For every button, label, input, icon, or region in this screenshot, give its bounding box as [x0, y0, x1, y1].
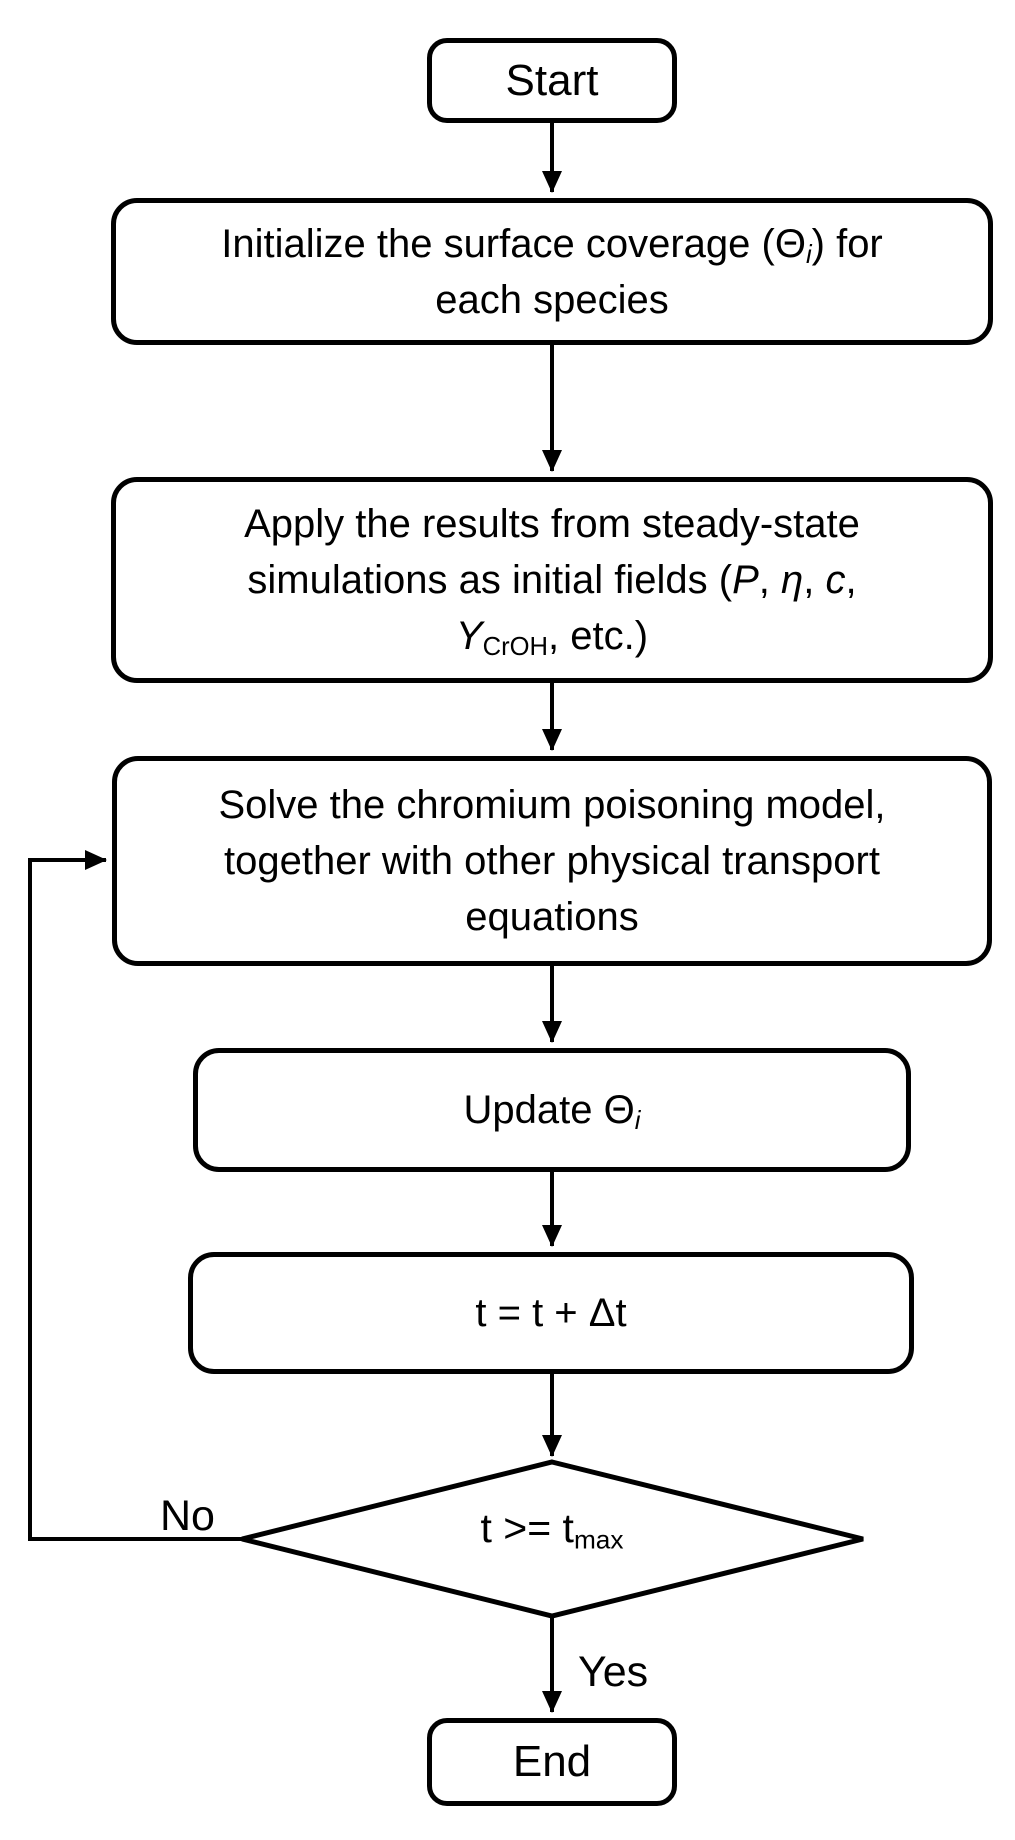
start-node: Start — [427, 38, 677, 123]
initialize-coverage-node: Initialize the surface coverage (Θi) for… — [111, 198, 993, 345]
time-increment-node: t = t + Δt — [188, 1252, 914, 1374]
no-branch-label: No — [160, 1492, 215, 1540]
decision-condition-text: t >= tmax — [480, 1505, 624, 1555]
solve-model-text: Solve the chromium poisoning model,toget… — [218, 783, 886, 939]
time-increment-text: t = t + Δt — [475, 1291, 627, 1335]
update-coverage-text: Update Θi — [463, 1088, 641, 1136]
end-label: End — [512, 1737, 592, 1786]
update-coverage-node: Update Θi — [193, 1048, 911, 1172]
solve-model-node: Solve the chromium poisoning model,toget… — [112, 756, 992, 966]
end-node: End — [427, 1718, 677, 1806]
yes-branch-label: Yes — [578, 1648, 649, 1696]
initialize-coverage-text: Initialize the surface coverage (Θi) for… — [221, 221, 883, 322]
start-label: Start — [505, 55, 599, 105]
